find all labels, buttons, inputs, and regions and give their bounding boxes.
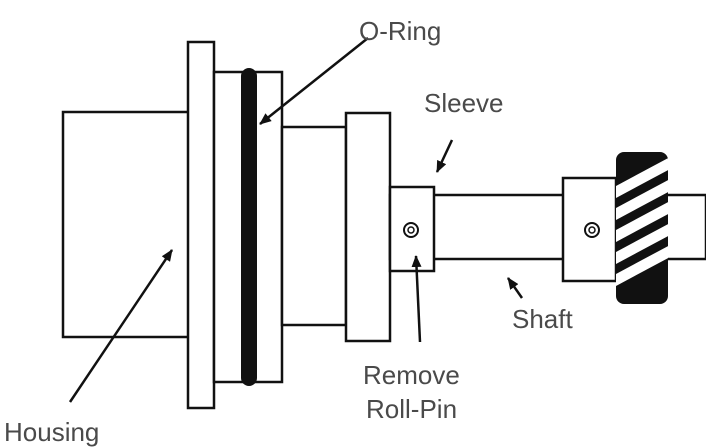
sleeve bbox=[388, 185, 436, 273]
housing-step bbox=[280, 125, 348, 327]
sleeve-roll-pin bbox=[403, 222, 419, 238]
remove-label-line2: Roll-Pin bbox=[366, 394, 457, 424]
sleeve-label: Sleeve bbox=[424, 88, 504, 118]
collar-roll-pin bbox=[584, 222, 600, 238]
o-ring-arrow bbox=[259, 37, 369, 125]
shaft-arrow bbox=[506, 277, 524, 299]
bearing-cap bbox=[344, 111, 392, 343]
housing-arrow bbox=[68, 249, 174, 403]
remove-label-line1: Remove bbox=[363, 360, 460, 390]
shaft-label: Shaft bbox=[512, 304, 573, 334]
housing-body bbox=[61, 110, 191, 339]
sleeve-arrow bbox=[435, 139, 454, 173]
roll-pin-arrow bbox=[411, 255, 422, 343]
helical-gear bbox=[616, 152, 668, 304]
housing-label: Housing bbox=[4, 417, 99, 447]
flange-plate bbox=[186, 40, 216, 410]
o-ring bbox=[241, 68, 257, 386]
o-ring-label: O-Ring bbox=[359, 16, 441, 46]
